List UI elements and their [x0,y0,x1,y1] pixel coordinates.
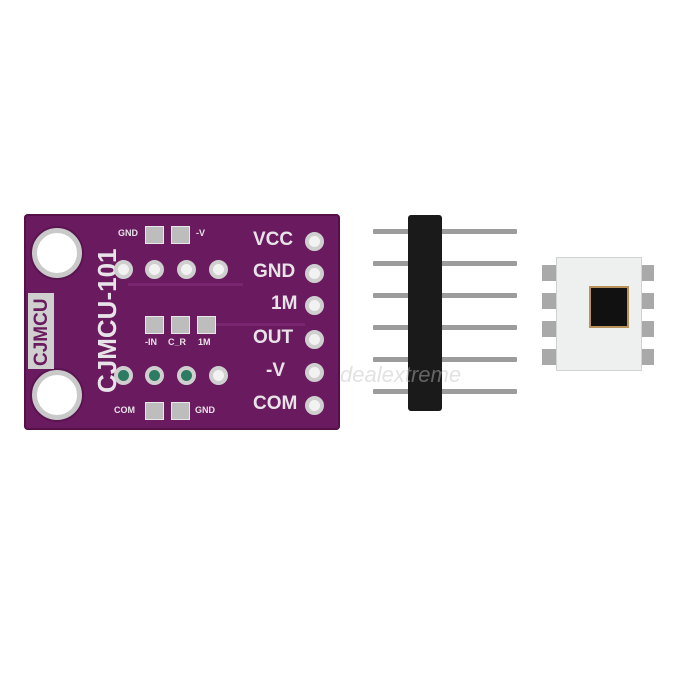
through-hole-pad [177,366,196,385]
pad-label-1m: 1M [198,337,211,347]
mounting-hole-top [32,228,82,278]
optical-sensor-chip [542,257,654,371]
through-hole-pad [145,366,164,385]
trace [128,283,243,286]
side-pin-pad [305,296,324,315]
brand-label: CJMCU [31,298,52,366]
through-hole-pad [114,260,133,279]
header-pin [373,357,517,362]
smd-pad [197,316,216,334]
brand-tag [28,293,54,369]
smd-pad [171,316,190,334]
through-hole-pad [145,260,164,279]
side-pin-pad [305,264,324,283]
pin-label-com: COM [253,393,298,414]
pin-label-out: OUT [253,327,294,348]
side-pin-pad [305,232,324,251]
side-pin-pad [305,363,324,382]
smd-pad [145,226,164,244]
through-hole-pad [209,260,228,279]
header-pin [373,293,517,298]
smd-pad [145,316,164,334]
smd-pad [171,402,190,420]
header-pin [373,261,517,266]
header-pin [373,389,517,394]
photodiode-die [589,286,629,328]
pad-label-gnd-bottom: GND [195,405,215,415]
pad-label-com: COM [114,405,135,415]
pad-label-in: -IN [145,337,157,347]
pin-label-gnd: GND [253,261,296,282]
pad-label-minus-v: -V [196,228,205,238]
through-hole-pad [114,366,133,385]
pad-label-cr: C_R [168,337,187,347]
pin-label-minus-v: -V [266,360,285,381]
smd-pad [171,226,190,244]
mounting-hole-bottom [32,370,82,420]
smd-pad [145,402,164,420]
pin-label-vcc: VCC [253,229,294,250]
pad-label-gnd: GND [118,228,138,238]
pin-label-1m: 1M [271,293,298,314]
through-hole-pad [177,260,196,279]
header-pin [373,229,517,234]
side-pin-pad [305,330,324,349]
side-pin-pad [305,396,324,415]
trace [215,323,305,326]
through-hole-pad [209,366,228,385]
watermark: dealextreme [340,362,462,387]
pin-header-body [408,215,442,411]
header-pin [373,325,517,330]
